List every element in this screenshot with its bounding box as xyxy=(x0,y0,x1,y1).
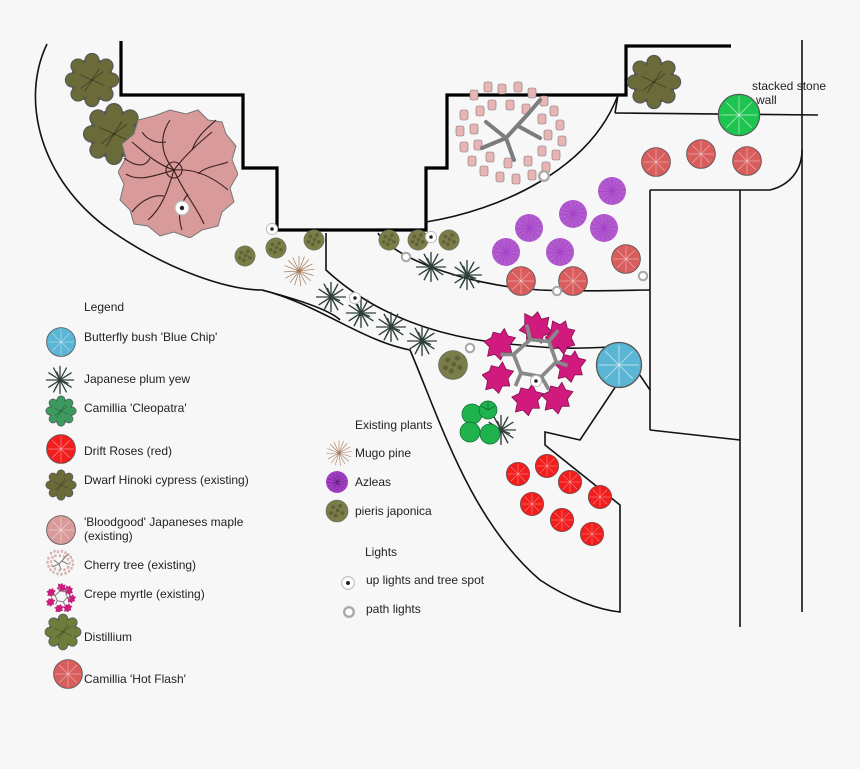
legend-label-cleopatra: Camillia 'Cleopatra' xyxy=(84,401,187,415)
camellia-hot-flash-plant xyxy=(558,266,588,296)
legend-label-hinoki: Dwarf Hinoki cypress (existing) xyxy=(84,473,249,487)
drift-rose-plant xyxy=(579,521,605,547)
path-light xyxy=(464,342,476,354)
camellia-cleopatra-plant xyxy=(459,400,501,445)
camellia-hot-flash-plant xyxy=(732,146,762,176)
lights-label-pathlight: path lights xyxy=(366,602,421,616)
path-light-icon xyxy=(343,606,355,618)
camellia-hot-flash-plant xyxy=(611,244,641,274)
mugo-pine-plant xyxy=(283,255,315,287)
hinoki-cypress-icon xyxy=(45,469,77,501)
legend-label-driftrose: Drift Roses (red) xyxy=(84,444,172,458)
camellia-hot-flash-plant xyxy=(686,139,716,169)
legend-label-maple-2: (existing) xyxy=(84,529,133,543)
legend: Legend Butterfly bush 'Blue Chip' Japane… xyxy=(44,300,249,689)
legend-label-hotflash: Camillia 'Hot Flash' xyxy=(84,672,186,686)
plum-yew-plant xyxy=(415,251,447,283)
camellia-hot-flash-plant xyxy=(641,147,671,177)
lights-title: Lights xyxy=(365,545,397,559)
existing-label-pieris: pieris japonica xyxy=(355,504,432,518)
existing-title: Existing plants xyxy=(355,418,432,432)
pieris-plant xyxy=(438,229,460,251)
up-light xyxy=(265,222,279,236)
plum-yew-plant xyxy=(451,259,483,291)
butterfly-bush-plant xyxy=(595,341,643,389)
up-light xyxy=(424,230,438,244)
existing-label-mugo: Mugo pine xyxy=(355,446,411,460)
lights-label-uplight: up lights and tree spot xyxy=(366,573,485,587)
drift-rose-plant xyxy=(587,484,613,510)
plum-yew-plant xyxy=(375,311,407,343)
drift-rose-icon xyxy=(46,434,76,464)
drift-rose-plant xyxy=(534,453,560,479)
butterfly-bush-icon xyxy=(46,327,76,357)
legend-label-distillium: Distillium xyxy=(84,630,132,644)
up-light xyxy=(174,200,190,216)
stone-wall-label-2: wall xyxy=(755,93,777,107)
hinoki-cypress-plant xyxy=(626,54,682,110)
camellia-hot-flash-icon xyxy=(53,659,83,689)
crepe-myrtle-icon xyxy=(46,582,76,612)
crepe-myrtle-plant xyxy=(482,309,586,416)
pieris-plant xyxy=(265,237,287,259)
path-light xyxy=(637,270,649,282)
existing-plants-legend: Existing plants Mugo pine Azleas pieris … xyxy=(325,418,432,523)
plan-plants xyxy=(64,52,762,547)
stone-wall-label-1: stacked stone xyxy=(752,79,826,93)
pieris-plant xyxy=(407,229,429,251)
path-light xyxy=(538,169,550,183)
japanese-maple-icon xyxy=(46,515,76,545)
hinoki-cypress-plant xyxy=(64,52,120,108)
path-light xyxy=(400,251,412,263)
plum-yew-plant xyxy=(406,325,438,357)
drift-rose-plant xyxy=(505,461,531,487)
up-light xyxy=(529,374,543,388)
pieris-plant xyxy=(234,245,256,267)
path-light xyxy=(551,285,563,297)
mugo-pine-icon xyxy=(325,439,353,467)
legend-label-cherry: Cherry tree (existing) xyxy=(84,558,196,572)
existing-label-azalea: Azleas xyxy=(355,475,391,489)
cherry-tree-plant xyxy=(454,80,568,186)
cherry-tree-icon xyxy=(45,549,75,577)
legend-label-crepe: Crepe myrtle (existing) xyxy=(84,587,205,601)
pieris-icon xyxy=(325,499,349,523)
legend-label-maple-1: 'Bloodgood' Japaneses maple xyxy=(84,515,244,529)
pieris-plant xyxy=(438,350,468,380)
drift-rose-plant xyxy=(557,469,583,495)
up-light-icon xyxy=(341,576,355,590)
legend-label-plumyew: Japanese plum yew xyxy=(84,372,190,386)
legend-title: Legend xyxy=(84,300,124,314)
japanese-maple-plant xyxy=(118,109,238,238)
pieris-plant xyxy=(378,229,400,251)
up-light xyxy=(348,291,362,305)
camellia-cleopatra-plant xyxy=(717,93,761,137)
legend-label-butterfly: Butterfly bush 'Blue Chip' xyxy=(84,330,217,344)
drift-rose-plant xyxy=(519,491,545,517)
lights-legend: Lights up lights and tree spot path ligh… xyxy=(341,545,485,618)
house-outline xyxy=(119,41,731,232)
distillium-icon xyxy=(44,613,82,651)
plum-yew-icon xyxy=(45,365,75,395)
camellia-hot-flash-plant xyxy=(506,266,536,296)
pieris-plant xyxy=(303,229,325,251)
drift-rose-plant xyxy=(549,507,575,533)
plum-yew-plant xyxy=(315,281,347,313)
camellia-cleopatra-icon xyxy=(45,395,77,427)
